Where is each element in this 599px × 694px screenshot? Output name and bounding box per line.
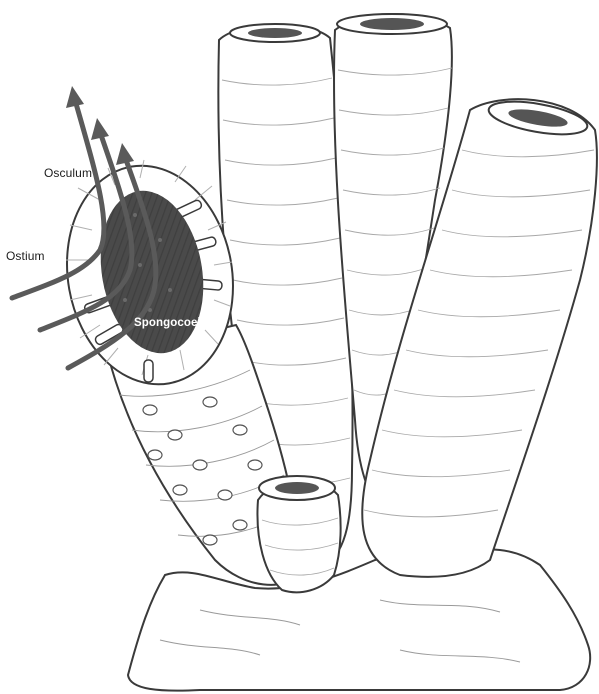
label-osculum: Osculum: [44, 166, 92, 180]
label-spongocoel: Spongocoel: [134, 316, 201, 330]
rock-base: [128, 550, 590, 691]
arrow-head-icon: [66, 86, 84, 108]
sponge-bud: [257, 476, 340, 592]
arrow-heads: [66, 86, 134, 165]
arrow-head-icon: [116, 143, 134, 165]
label-ostium: Ostium: [6, 249, 45, 263]
arrow-head-icon: [91, 118, 109, 140]
